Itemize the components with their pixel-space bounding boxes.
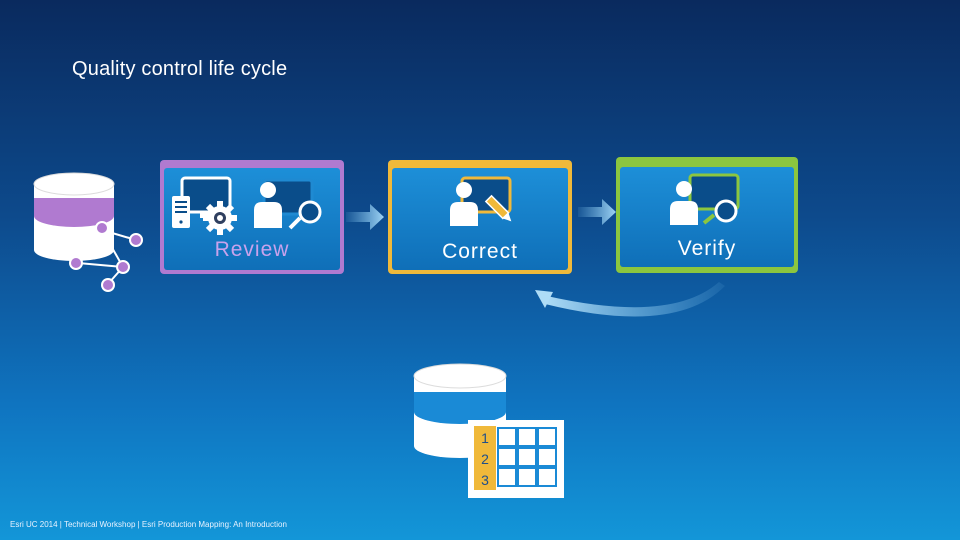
document-icon [172,196,190,228]
stage-label-correct: Correct [442,240,518,263]
review-icons [172,176,322,235]
verify-icons [670,173,740,225]
row-number: 3 [481,472,489,488]
user-icon [450,182,478,226]
database-network-icon [33,172,143,292]
row-number: 1 [481,430,489,446]
pencil-icon [484,194,512,222]
arrow-right-icon [346,204,384,230]
table-row-numbers: 1 2 3 [474,428,496,491]
stage-correct: Correct [388,160,572,274]
slide-title: Quality control life cycle [72,58,288,80]
curved-return-arrow-icon [535,282,725,317]
database-table-icon [413,363,564,498]
user-icon [254,182,282,228]
user-icon [670,181,698,225]
slide-footer: Esri UC 2014 | Technical Workshop | Esri… [10,520,287,529]
correct-icons [450,176,512,226]
network-graph-icon [69,221,143,292]
stage-label-verify: Verify [677,237,737,260]
row-number: 2 [481,451,489,467]
stage-review: Review [160,160,344,274]
stage-label-review: Review [214,238,290,261]
magnifier-icon [288,200,322,230]
arrow-right-icon-2 [578,199,616,225]
magnifier-icon [702,199,738,225]
database-icon [33,172,115,261]
gear-icon [203,201,237,235]
table-icon [468,420,564,498]
stage-verify: Verify [616,157,798,273]
